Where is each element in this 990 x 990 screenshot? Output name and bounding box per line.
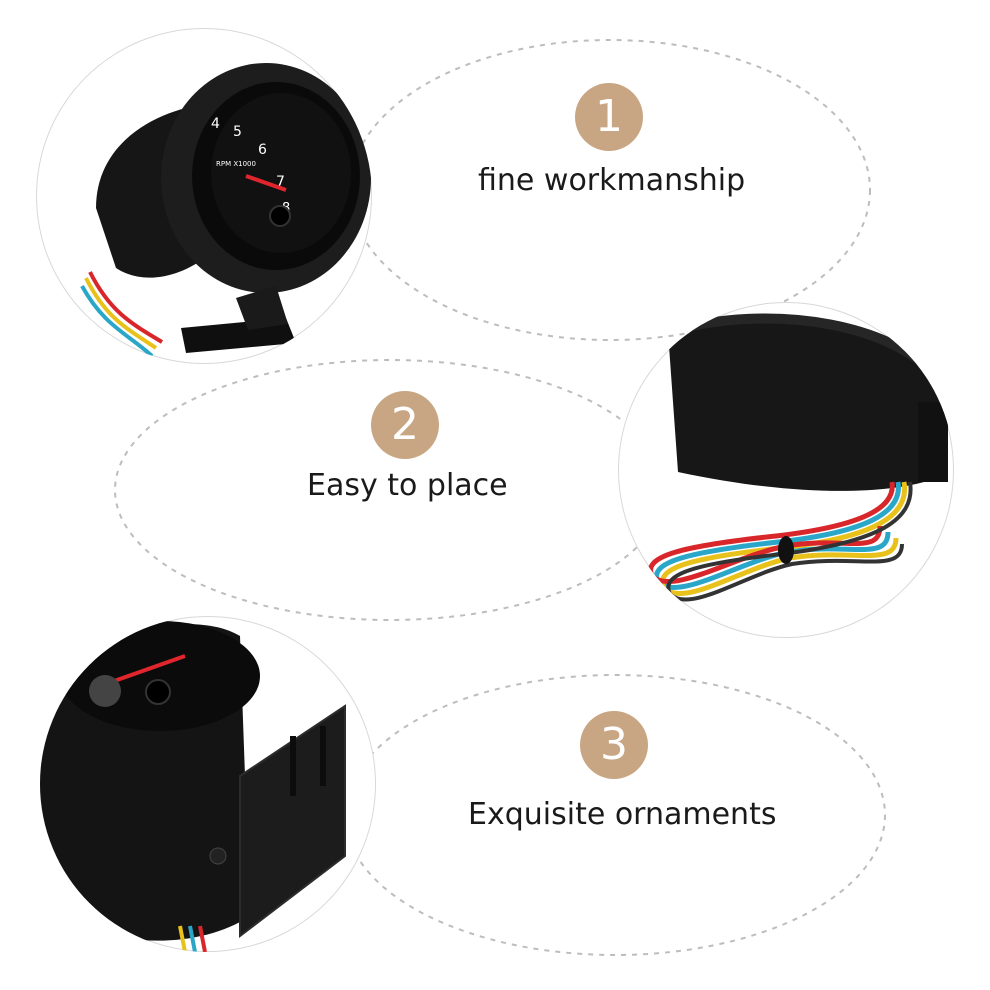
needle [245, 174, 287, 192]
dial-number-7: 7 [276, 174, 285, 190]
feature-caption-1: fine workmanship [478, 163, 746, 198]
feature-number-badge-2: 2 [371, 391, 439, 459]
dial-number-5: 5 [233, 124, 242, 140]
photo-gauge-bracket [40, 616, 376, 952]
dashed-oval-top [349, 39, 871, 341]
dial-number-6: 6 [258, 142, 267, 158]
feature-number-badge-1: 1 [575, 83, 643, 151]
feature-caption-2: Easy to place [307, 468, 508, 503]
feature-number-badge-3: 3 [580, 711, 648, 779]
feature-caption-3: Exquisite ornaments [468, 797, 777, 832]
dial-scale-label: RPM X1000 [216, 160, 256, 168]
photo-gauge-front: 4 5 6 7 8 RPM X1000 [36, 28, 372, 364]
dial-number-4: 4 [211, 116, 220, 132]
photo-gauge-wires [618, 302, 954, 638]
